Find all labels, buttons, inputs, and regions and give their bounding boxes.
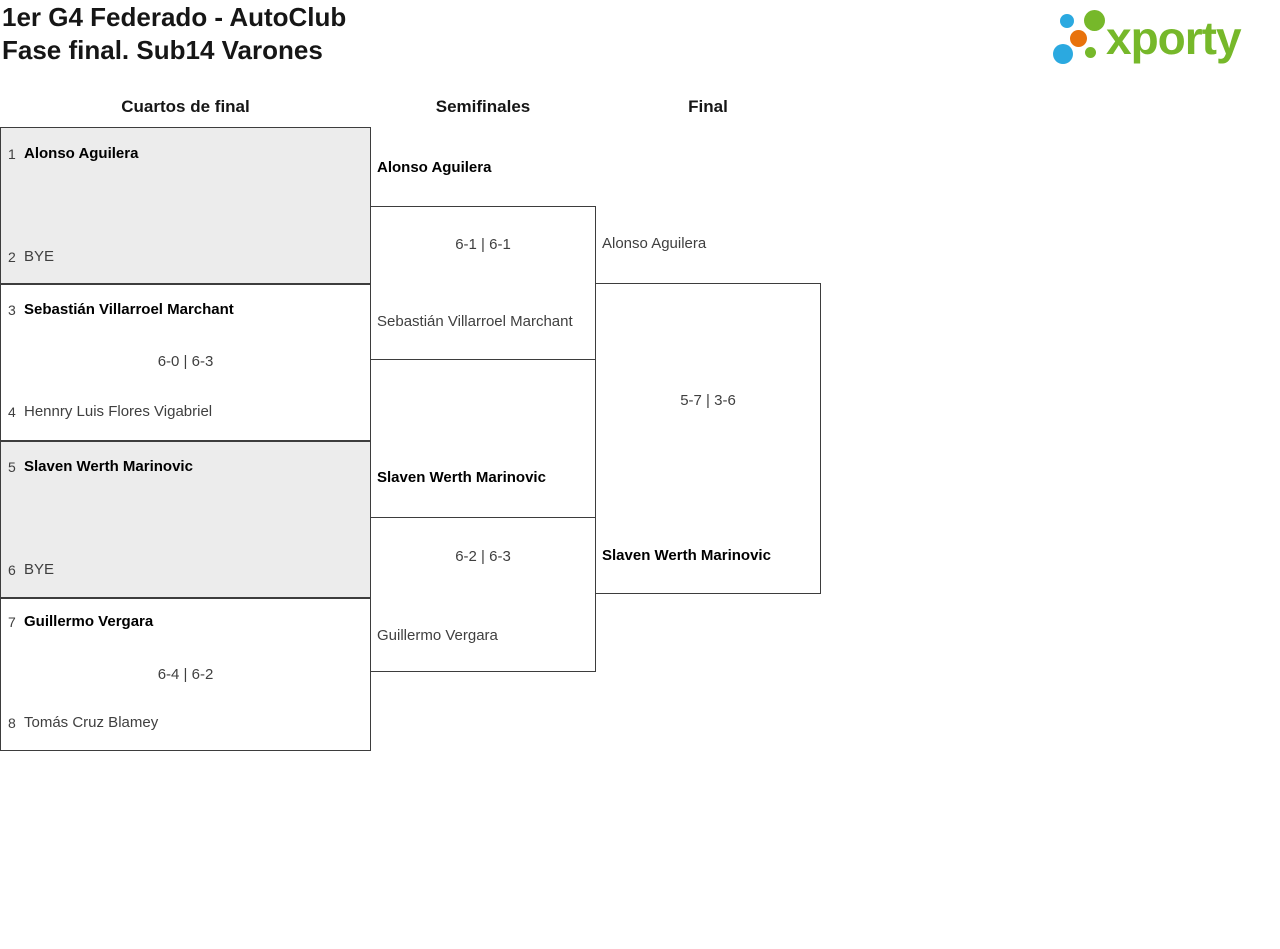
sf1-loser-name: Sebastián Villarroel Marchant — [377, 313, 573, 330]
qf-match-2-box — [0, 284, 371, 441]
round-header-semifinals: Semifinales — [435, 97, 531, 116]
qf-match-1-box — [0, 127, 371, 284]
player-name: Guillermo Vergara — [24, 613, 154, 630]
qf4-score: 6-4 | 6-2 — [157, 666, 214, 683]
round-header-quarterfinals: Cuartos de final — [121, 97, 250, 116]
sf-match-1-box — [370, 206, 596, 360]
logo-dot-orange — [1070, 30, 1087, 47]
qf4-player-bottom: 8 Tomás Cruz Blamey — [0, 713, 371, 733]
seed-number: 8 — [8, 715, 16, 731]
player-name: Alonso Aguilera — [24, 145, 139, 162]
logo-wordmark: xporty — [1106, 12, 1242, 64]
sf2-score: 6-2 | 6-3 — [455, 548, 511, 565]
qf3-player-bottom: 6 BYE — [0, 560, 371, 580]
sf1-winner-name: Alonso Aguilera — [377, 159, 492, 176]
sf2-winner-name: Slaven Werth Marinovic — [377, 469, 546, 486]
phase-category: Fase final. Sub14 Varones — [2, 35, 323, 65]
xporty-logo[interactable]: xporty — [1050, 6, 1276, 68]
seed-number: 4 — [8, 404, 16, 420]
qf-match-3-box — [0, 441, 371, 598]
seed-number: 2 — [8, 249, 16, 265]
qf2-player-top: 3 Sebastián Villarroel Marchant — [0, 300, 371, 320]
seed-number: 7 — [8, 614, 16, 630]
round-header-final: Final — [688, 97, 728, 116]
logo-dot-green-large — [1084, 10, 1105, 31]
player-name: BYE — [24, 248, 55, 265]
logo-dot-green-small — [1085, 47, 1096, 58]
player-name: Slaven Werth Marinovic — [24, 458, 193, 475]
qf-match-4-box — [0, 598, 371, 751]
player-name: Tomás Cruz Blamey — [24, 714, 159, 731]
player-name: Sebastián Villarroel Marchant — [24, 301, 234, 318]
seed-number: 6 — [8, 562, 16, 578]
qf2-score: 6-0 | 6-3 — [157, 353, 214, 370]
page-title: 1er G4 Federado - AutoClub Fase final. S… — [2, 1, 346, 67]
seed-number: 3 — [8, 302, 16, 318]
seed-number: 5 — [8, 459, 16, 475]
qf1-player-bottom: 2 BYE — [0, 247, 371, 267]
logo-dot-blue-large — [1053, 44, 1073, 64]
qf2-player-bottom: 4 Hennry Luis Flores Vigabriel — [0, 402, 371, 422]
tournament-name: 1er G4 Federado - AutoClub — [2, 2, 347, 32]
sf1-score: 6-1 | 6-1 — [455, 236, 511, 253]
qf4-player-top: 7 Guillermo Vergara — [0, 612, 371, 632]
player-name: Hennry Luis Flores Vigabriel — [24, 403, 213, 420]
sf2-loser-name: Guillermo Vergara — [377, 627, 498, 644]
logo-dot-blue-small — [1060, 14, 1074, 28]
final-match-box — [595, 283, 821, 594]
final-player-top-name: Alonso Aguilera — [602, 235, 707, 252]
final-winner-name: Slaven Werth Marinovic — [602, 547, 771, 564]
seed-number: 1 — [8, 146, 16, 162]
qf3-player-top: 5 Slaven Werth Marinovic — [0, 457, 371, 477]
qf1-player-top: 1 Alonso Aguilera — [0, 144, 371, 164]
final-score: 5-7 | 3-6 — [680, 392, 736, 409]
player-name: BYE — [24, 561, 55, 578]
sf-match-2-box — [370, 517, 596, 672]
